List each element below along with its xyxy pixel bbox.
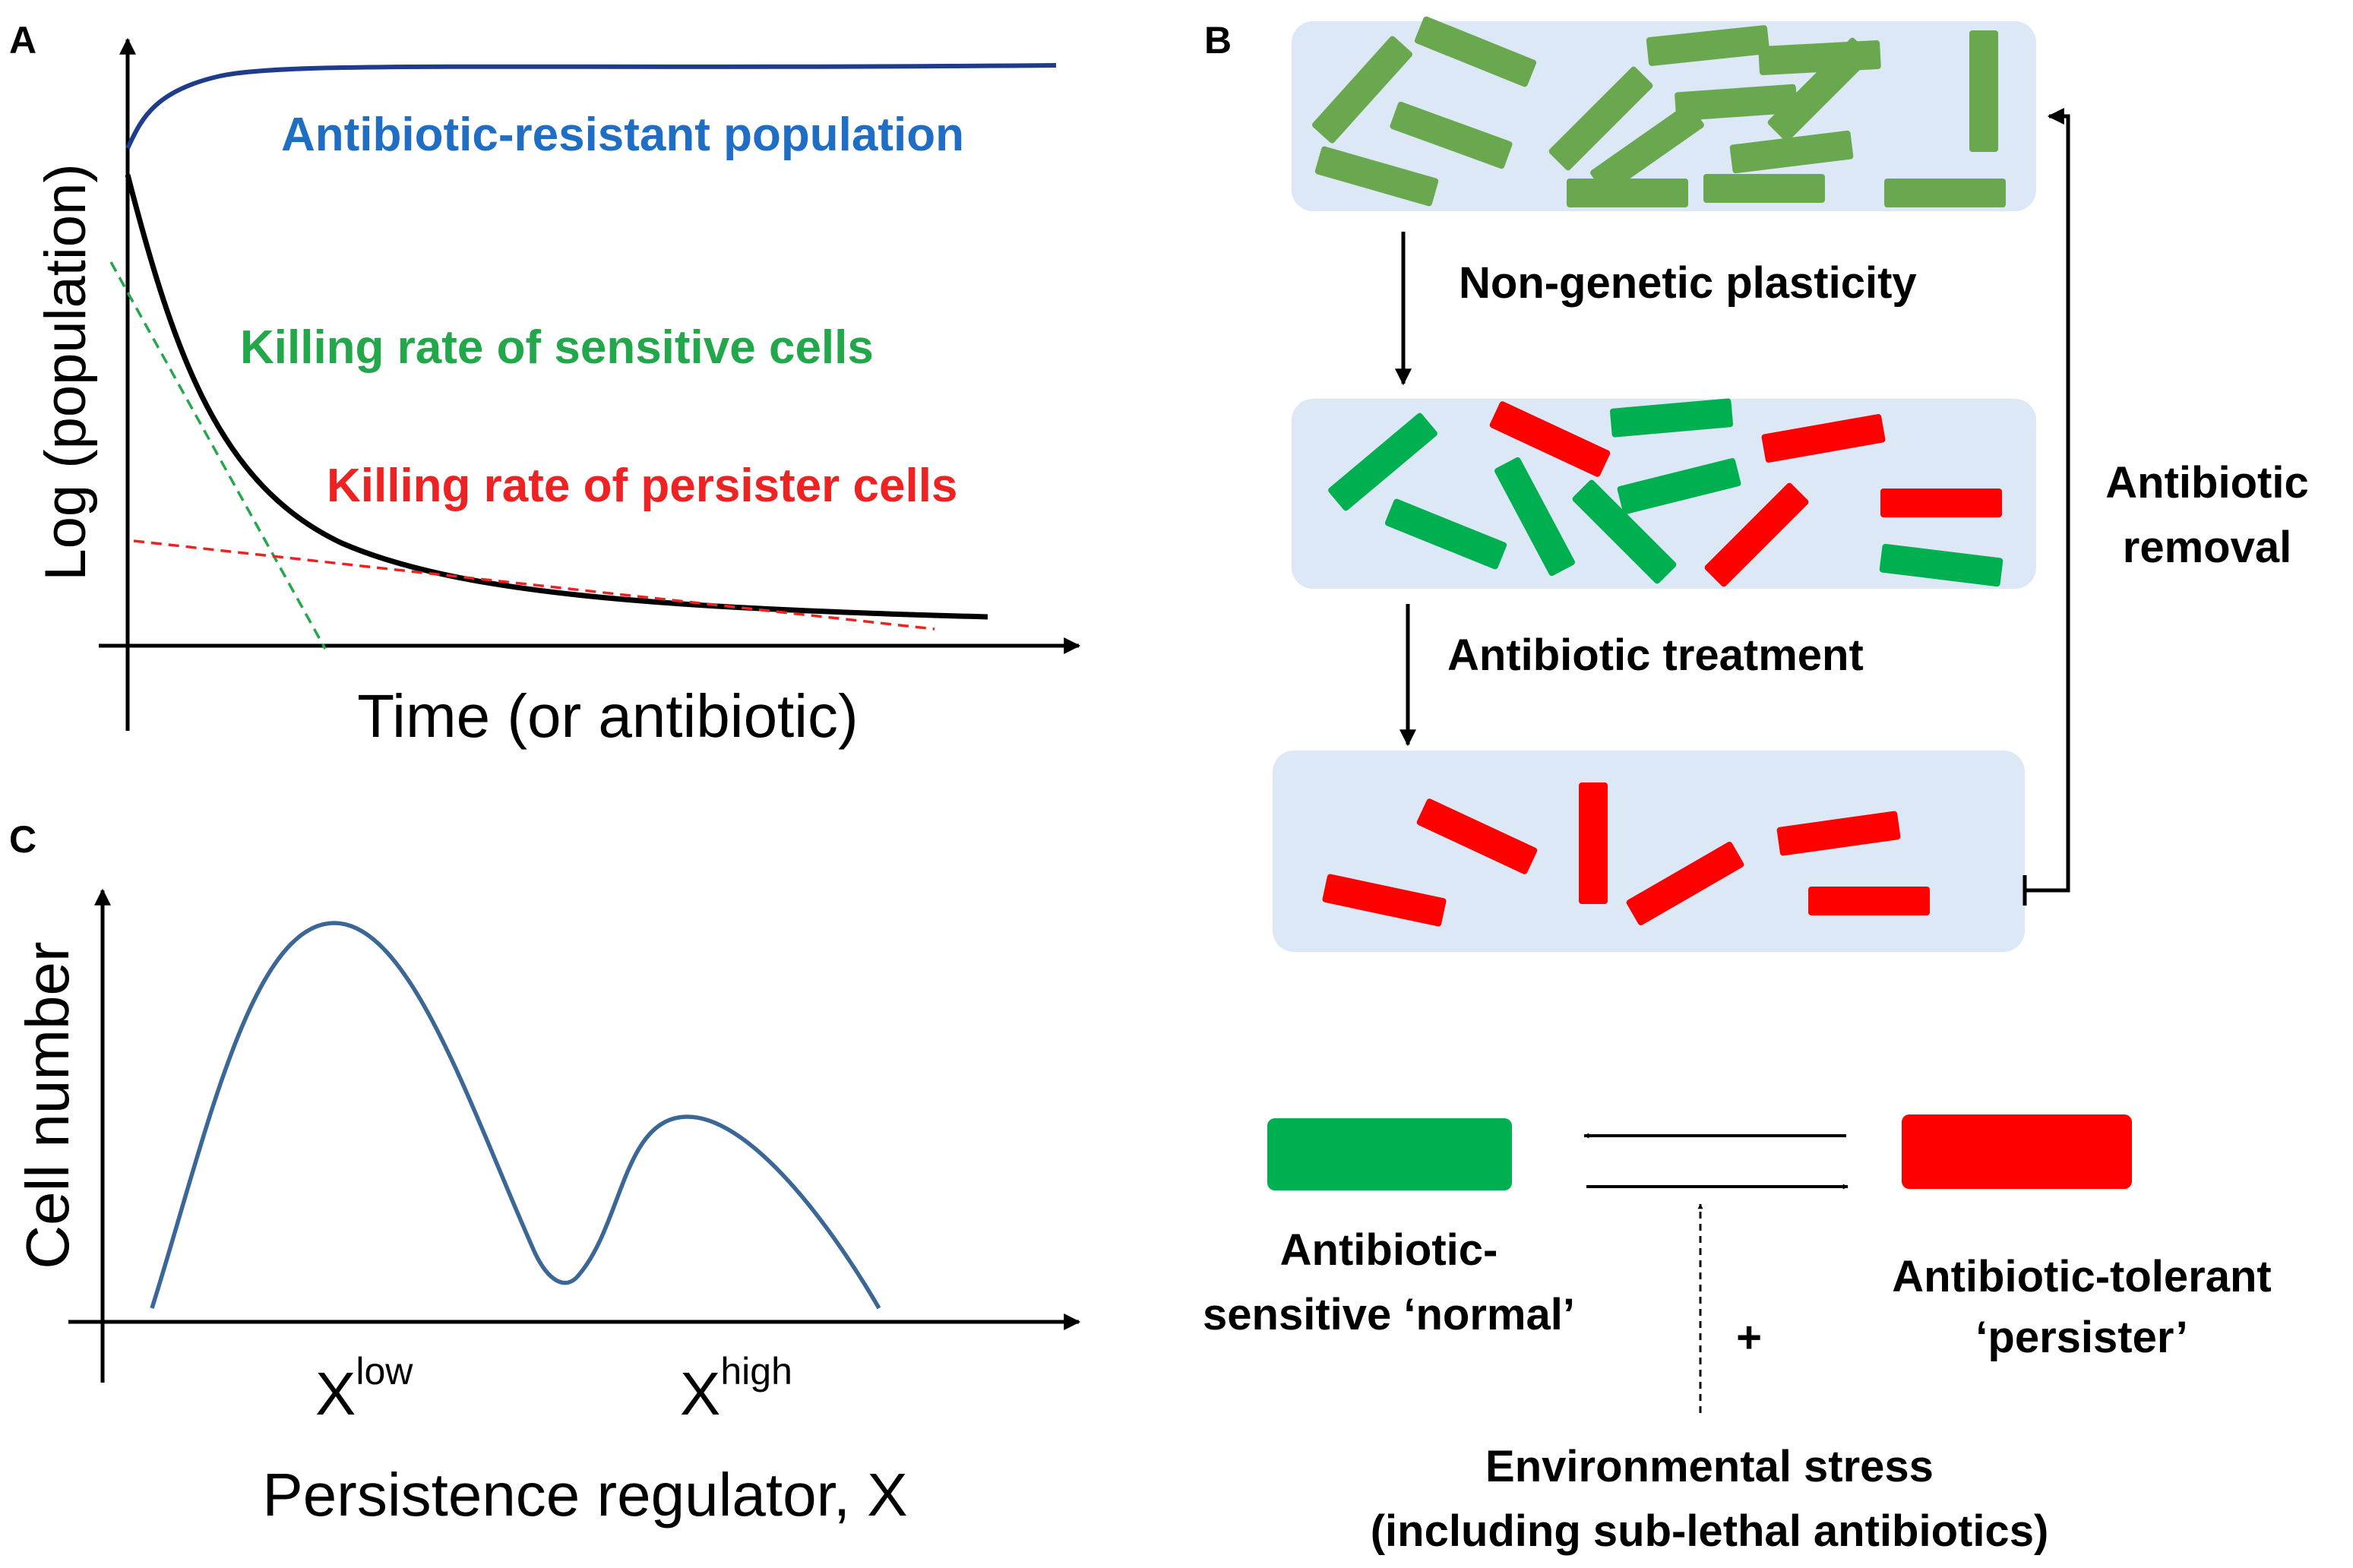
resistant-population-curve: [125, 63, 1057, 150]
panel-a-x-axis-label: Time (or antibiotic): [357, 682, 858, 750]
mixed-population-cells: [1328, 398, 2004, 587]
persister-label-line1: Antibiotic-tolerant: [1892, 1252, 2271, 1301]
panel-a: A Log (population) Time (or antibiotic) …: [9, 19, 1081, 750]
plus-sign: +: [1736, 1313, 1762, 1362]
cell: [1494, 457, 1575, 577]
cell: [1703, 174, 1825, 203]
cell: [1548, 66, 1653, 171]
panel-c-letter: C: [9, 818, 36, 861]
persister-killing-rate-line: [133, 539, 935, 631]
tick-x-low: Xlow: [315, 1350, 413, 1427]
cell: [1767, 37, 1872, 142]
panel-a-letter: A: [9, 19, 36, 62]
cell: [1414, 16, 1537, 87]
cell: [1761, 414, 1886, 463]
panel-c: C Cell number Persistence regulator, X X…: [9, 818, 1081, 1528]
persister-rate-label: Killing rate of persister cells: [327, 460, 957, 512]
stress-label-line2: (including sub-lethal antibiotics): [1371, 1506, 2049, 1556]
panel-c-x-axis-label: Persistence regulator, X: [262, 1461, 907, 1528]
cell: [1572, 479, 1677, 584]
cell: [1609, 398, 1734, 438]
normal-label-line1: Antibiotic-: [1280, 1225, 1498, 1275]
persister-cell-swatch: [1902, 1114, 2132, 1189]
persister-label-line2: ‘persister’: [1975, 1313, 2187, 1362]
sensitive-killing-rate-line: [109, 261, 327, 650]
removal-label-line1: Antibiotic: [2105, 458, 2308, 507]
removal-label-line2: removal: [2123, 523, 2291, 572]
panel-c-y-axis-label: Cell number: [14, 941, 81, 1269]
resistant-population-label: Antibiotic-resistant population: [281, 109, 964, 161]
cell: [1384, 498, 1507, 570]
panel-b: B Non-genetic plasticity: [1204, 16, 2309, 952]
cell: [1617, 458, 1741, 514]
panel-a-y-axis-label: Log (population): [33, 163, 98, 580]
cell: [1776, 811, 1901, 856]
cell: [1322, 874, 1447, 927]
cell: [1969, 30, 1998, 152]
cell: [1311, 36, 1413, 144]
persistence-distribution-curve: [150, 921, 881, 1310]
state-switching-legend: Antibiotic- sensitive ‘normal’ Antibioti…: [1203, 1114, 2272, 1556]
panel-b-letter: B: [1204, 19, 1232, 62]
total-population-curve: [125, 174, 988, 620]
cell: [1808, 887, 1930, 915]
cell: [1675, 84, 1798, 122]
cell: [1590, 103, 1704, 194]
persister-population-box: [1273, 751, 2025, 952]
cell: [1880, 488, 2002, 517]
antibiotic-removal-arrow: [2025, 108, 2070, 893]
cell: [1416, 798, 1538, 874]
cell: [1626, 842, 1744, 925]
sensitive-rate-label: Killing rate of sensitive cells: [240, 321, 874, 374]
step2-label: Antibiotic treatment: [1447, 631, 1864, 680]
tick-x-high: Xhigh: [680, 1350, 792, 1427]
cell: [1489, 401, 1611, 477]
cell: [1328, 413, 1437, 511]
cell: [1567, 179, 1688, 207]
cell: [1646, 25, 1770, 66]
initial-population-cells: [1311, 16, 2006, 207]
cell: [1884, 179, 2006, 207]
cell: [1579, 782, 1608, 904]
cell: [1314, 146, 1439, 207]
normal-label-line2: sensitive ‘normal’: [1203, 1290, 1575, 1339]
cell: [1390, 101, 1513, 169]
normal-cell-swatch: [1267, 1118, 1512, 1190]
persister-population-cells: [1322, 782, 1930, 927]
cell: [1704, 482, 1809, 587]
cell: [1729, 130, 1854, 174]
cell: [1879, 543, 2004, 587]
step1-label: Non-genetic plasticity: [1459, 258, 1917, 308]
stress-label-line1: Environmental stress: [1485, 1442, 1934, 1491]
